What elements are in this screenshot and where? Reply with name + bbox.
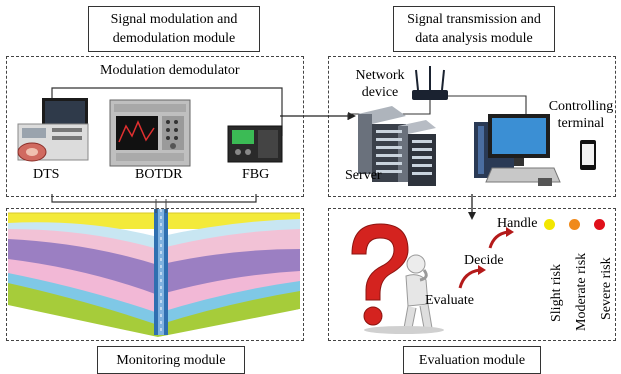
botdr-instrument-icon (109, 99, 191, 167)
server-label: Server (345, 168, 382, 183)
signal-modulation-title-box: Signal modulation and demodulation modul… (88, 6, 260, 52)
slight-risk-dot (544, 219, 555, 230)
evaluation-title-box: Evaluation module (403, 346, 541, 374)
monitoring-title-box: Monitoring module (97, 346, 245, 374)
controlling-terminal-label: Controlling terminal (548, 99, 614, 131)
phone-icon (580, 140, 596, 170)
dts-computer-icon (17, 98, 89, 162)
evaluation-figure (351, 223, 444, 334)
monitoring-region (6, 208, 304, 341)
signal-transmission-title-box: Signal transmission and data analysis mo… (393, 6, 555, 52)
slight-risk-label: Slight risk (549, 264, 564, 322)
modulation-equipment (17, 87, 283, 203)
severe-risk-dot (594, 219, 605, 230)
network-equipment (347, 66, 596, 186)
severe-risk-label: Severe risk (599, 257, 614, 320)
step-arrows (458, 227, 514, 289)
moderate-risk-dot (569, 219, 580, 230)
modulation-demodulator-label: Modulation demodulator (100, 63, 240, 78)
dts-label: DTS (33, 167, 60, 182)
geological-section (8, 199, 300, 337)
modulation-region (6, 56, 304, 197)
moderate-risk-label: Moderate risk (574, 252, 589, 331)
signal-modulation-title: Signal modulation and demodulation modul… (110, 12, 238, 46)
handle-label: Handle (497, 216, 538, 231)
fbg-label: FBG (242, 167, 270, 182)
fbg-instrument-icon (227, 125, 283, 163)
question-mark-icon (351, 223, 409, 326)
evaluate-to-decide-arrow (458, 268, 481, 289)
monitoring-title: Monitoring module (116, 353, 226, 368)
botdr-label: BOTDR (135, 167, 183, 182)
server-icon (358, 106, 436, 186)
router-icon (412, 66, 448, 100)
evaluation-title: Evaluation module (418, 353, 526, 368)
desktop-computer-icon (474, 114, 561, 186)
network-device-label: Network device (355, 68, 405, 100)
network-to-evaluation-arrow (468, 194, 476, 220)
thinking-person-icon (364, 254, 444, 334)
decide-to-handle-arrow (488, 230, 509, 249)
decide-label: Decide (464, 253, 504, 268)
signal-transmission-title: Signal transmission and data analysis mo… (407, 12, 541, 46)
evaluate-label: Evaluate (425, 293, 474, 308)
